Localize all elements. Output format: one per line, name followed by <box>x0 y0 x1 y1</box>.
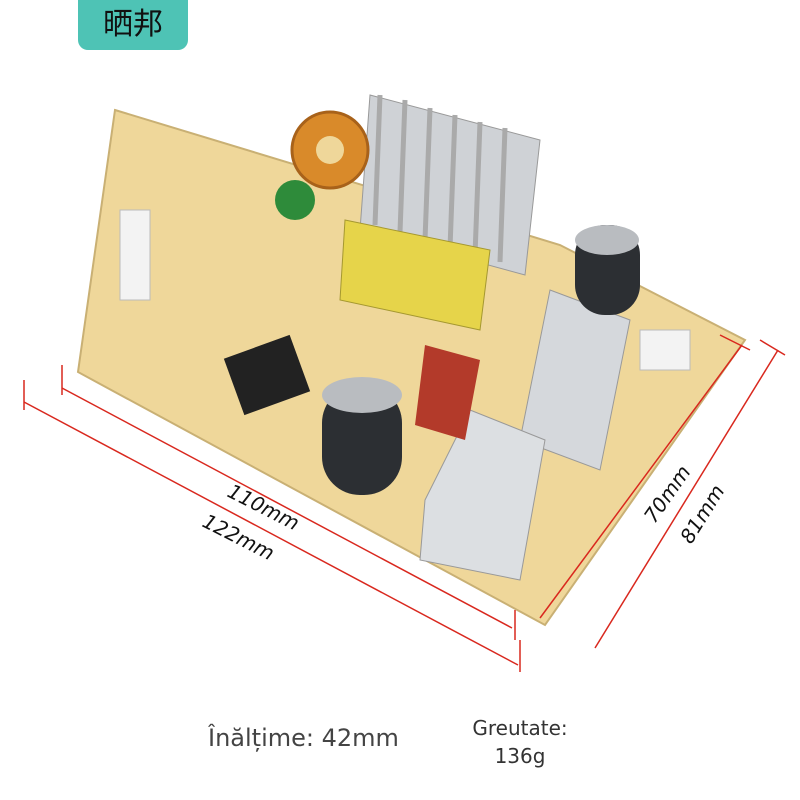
dimension-lines <box>23 334 786 672</box>
heatsink-top <box>359 94 541 276</box>
height-spec: Înălțime: 42mm <box>208 724 399 752</box>
red-capacitor <box>415 345 480 440</box>
heatsink-bottom <box>419 409 546 581</box>
capacitor-large <box>322 385 402 495</box>
brand-badge: 晒邦 <box>78 0 188 50</box>
ic-chip <box>223 334 311 416</box>
weight-label: Greutate: <box>472 716 568 740</box>
weight-value: 136g <box>494 744 546 768</box>
weight-spec: Greutate: 136g <box>455 714 585 770</box>
connector-left <box>119 209 151 301</box>
transformer <box>339 219 491 331</box>
connector-right <box>639 329 691 371</box>
